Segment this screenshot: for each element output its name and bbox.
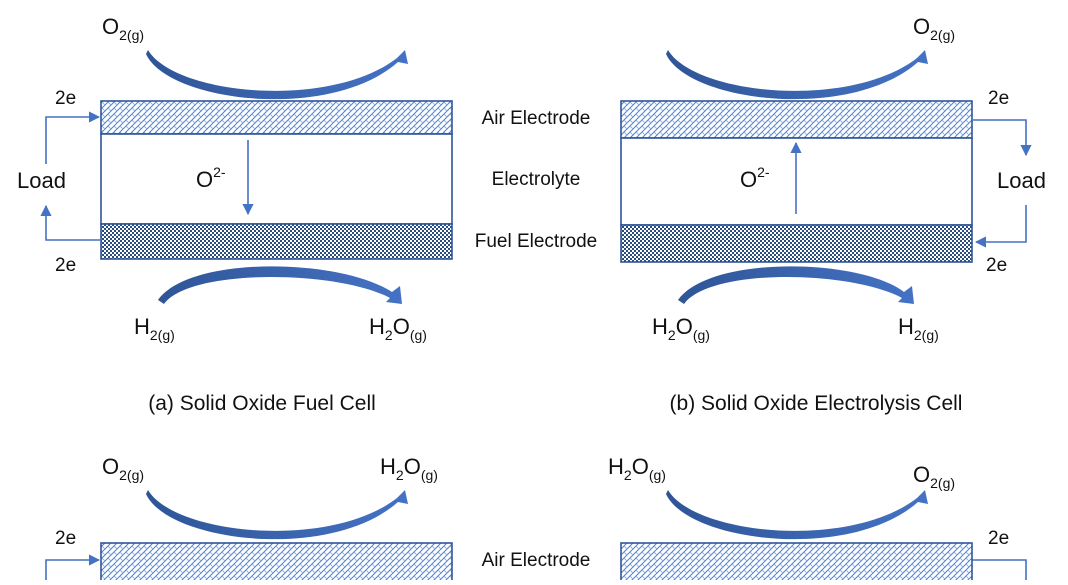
panel-a-fuel-electrode	[100, 223, 453, 260]
panel-d-top-swoosh	[666, 490, 928, 540]
panel-a-h2o-label: H2O(g)	[369, 314, 427, 343]
panel-d-o2-label: O2(g)	[913, 462, 955, 491]
panel-a-air-electrode	[100, 100, 453, 135]
panel-a-wire-top	[45, 111, 101, 164]
panel-b-o2-label: O2(g)	[913, 14, 955, 43]
panel-b-air-electrode	[620, 100, 973, 139]
panel-b-wire-top	[972, 119, 1032, 157]
panel-b-h2o-label: H2O(g)	[652, 314, 710, 343]
panel-b-h2-label: H2(g)	[898, 314, 939, 343]
panel-b: O2(g) O2- 2e Load 2e H2O(g) H2(g) (b) So…	[620, 14, 1046, 415]
panel-a-o2-label: O2(g)	[102, 14, 144, 43]
panel-c-electron-top: 2e	[55, 528, 76, 549]
layer-label-air: Air Electrode	[482, 108, 591, 129]
panel-b-bottom-swoosh	[678, 266, 914, 304]
panel-c-h2o-label: H2O(g)	[380, 454, 438, 483]
panel-b-caption: (b) Solid Oxide Electrolysis Cell	[670, 392, 963, 415]
panel-b-electron-bottom: 2e	[986, 255, 1007, 276]
panel-a-caption: (a) Solid Oxide Fuel Cell	[148, 392, 376, 415]
panel-b-fuel-electrode	[620, 224, 973, 263]
panel-d-electron-top: 2e	[988, 528, 1009, 549]
panel-d-wire-top	[972, 559, 1027, 580]
panel-d-h2o-label: H2O(g)	[608, 454, 666, 483]
panel-c: O2(g) H2O(g) 2e	[45, 454, 453, 584]
panel-a-ion-label: O2-	[196, 164, 226, 192]
panel-b-top-swoosh	[666, 50, 928, 100]
panel-a-bottom-swoosh	[158, 266, 402, 304]
panel-b-load-label: Load	[997, 168, 1046, 193]
panel-a-electrolyte	[100, 133, 453, 225]
panel-a: O2(g) O2- 2e Load 2e H2(g) H2O(g) (a) So…	[17, 14, 453, 415]
panel-a-wire-bottom	[40, 204, 101, 241]
panel-a-electron-bottom: 2e	[55, 255, 76, 276]
layer-label-electrolyte: Electrolyte	[492, 169, 581, 190]
panel-a-load-label: Load	[17, 168, 66, 193]
panel-c-air-electrode	[100, 542, 453, 584]
panel-a-top-swoosh	[146, 50, 408, 100]
panel-a-h2-label: H2(g)	[134, 314, 175, 343]
layer-label-fuel: Fuel Electrode	[475, 231, 598, 252]
panel-c-top-swoosh	[146, 490, 408, 540]
panel-b-wire-bottom	[974, 205, 1027, 248]
panel-a-electron-top: 2e	[55, 88, 76, 109]
layer-label-air-2: Air Electrode	[482, 550, 591, 571]
panel-c-wire-top	[45, 554, 101, 580]
panel-d: H2O(g) O2(g) 2e	[608, 454, 1027, 584]
panel-c-o2-label: O2(g)	[102, 454, 144, 483]
panel-d-air-electrode	[620, 542, 973, 584]
panel-b-electron-top: 2e	[988, 88, 1009, 109]
